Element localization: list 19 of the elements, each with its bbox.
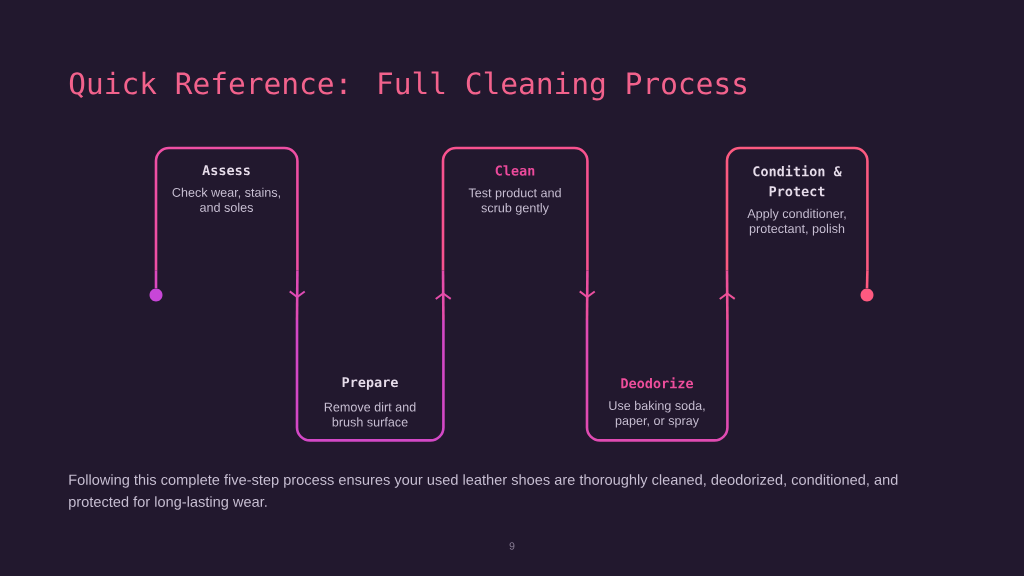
step-description: Use baking soda, paper, or spray: [609, 400, 705, 428]
caption: Following this complete five-step process ensures your used leather shoes are thoroughly cleaned, deodorized, conditioned, and protected for long-lasting wear.: [69, 474, 898, 510]
step-title: Condition & Protect: [753, 165, 842, 197]
connector-line: [154, 270, 158, 289]
step-description: Remove dirt and brush surface: [324, 402, 416, 427]
step-title: Deodorize: [621, 377, 694, 389]
step-title: Clean: [495, 165, 535, 176]
step-title: Assess: [202, 165, 250, 176]
connector-line: [288, 270, 306, 320]
connector-line: [865, 270, 869, 289]
connector-line: [718, 270, 736, 320]
connector-line: [578, 270, 596, 320]
step-description: Check wear, stains, and soles: [172, 187, 280, 212]
step-description: Apply conditioner, protectant, polish: [747, 208, 846, 236]
connector-line: [434, 270, 452, 320]
step-description: Test product and scrub gently: [468, 188, 561, 215]
page-number: 9: [509, 542, 515, 550]
title: Quick Reference: Full Cleaning Process: [69, 71, 746, 101]
step-title: Prepare: [342, 377, 398, 390]
